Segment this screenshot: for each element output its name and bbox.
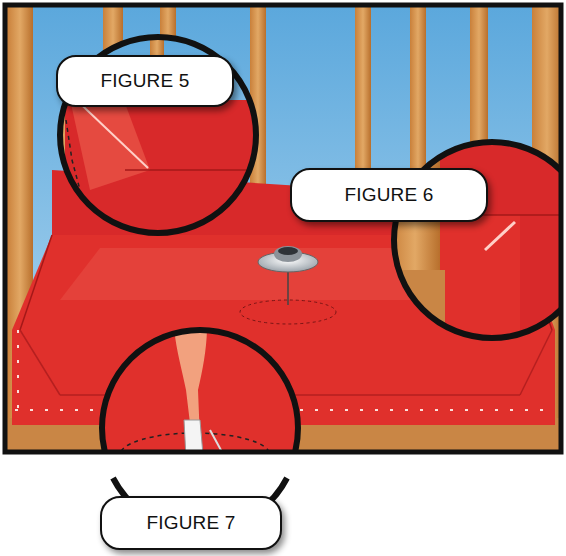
- figure-label-box: FIGURE 5: [56, 55, 234, 107]
- figure-label: FIGURE 6: [344, 184, 433, 206]
- figure-label-box: FIGURE 6: [290, 168, 488, 222]
- figure-label: FIGURE 5: [100, 70, 189, 92]
- figure-label: FIGURE 7: [146, 512, 235, 534]
- figure-label-box: FIGURE 7: [100, 496, 282, 550]
